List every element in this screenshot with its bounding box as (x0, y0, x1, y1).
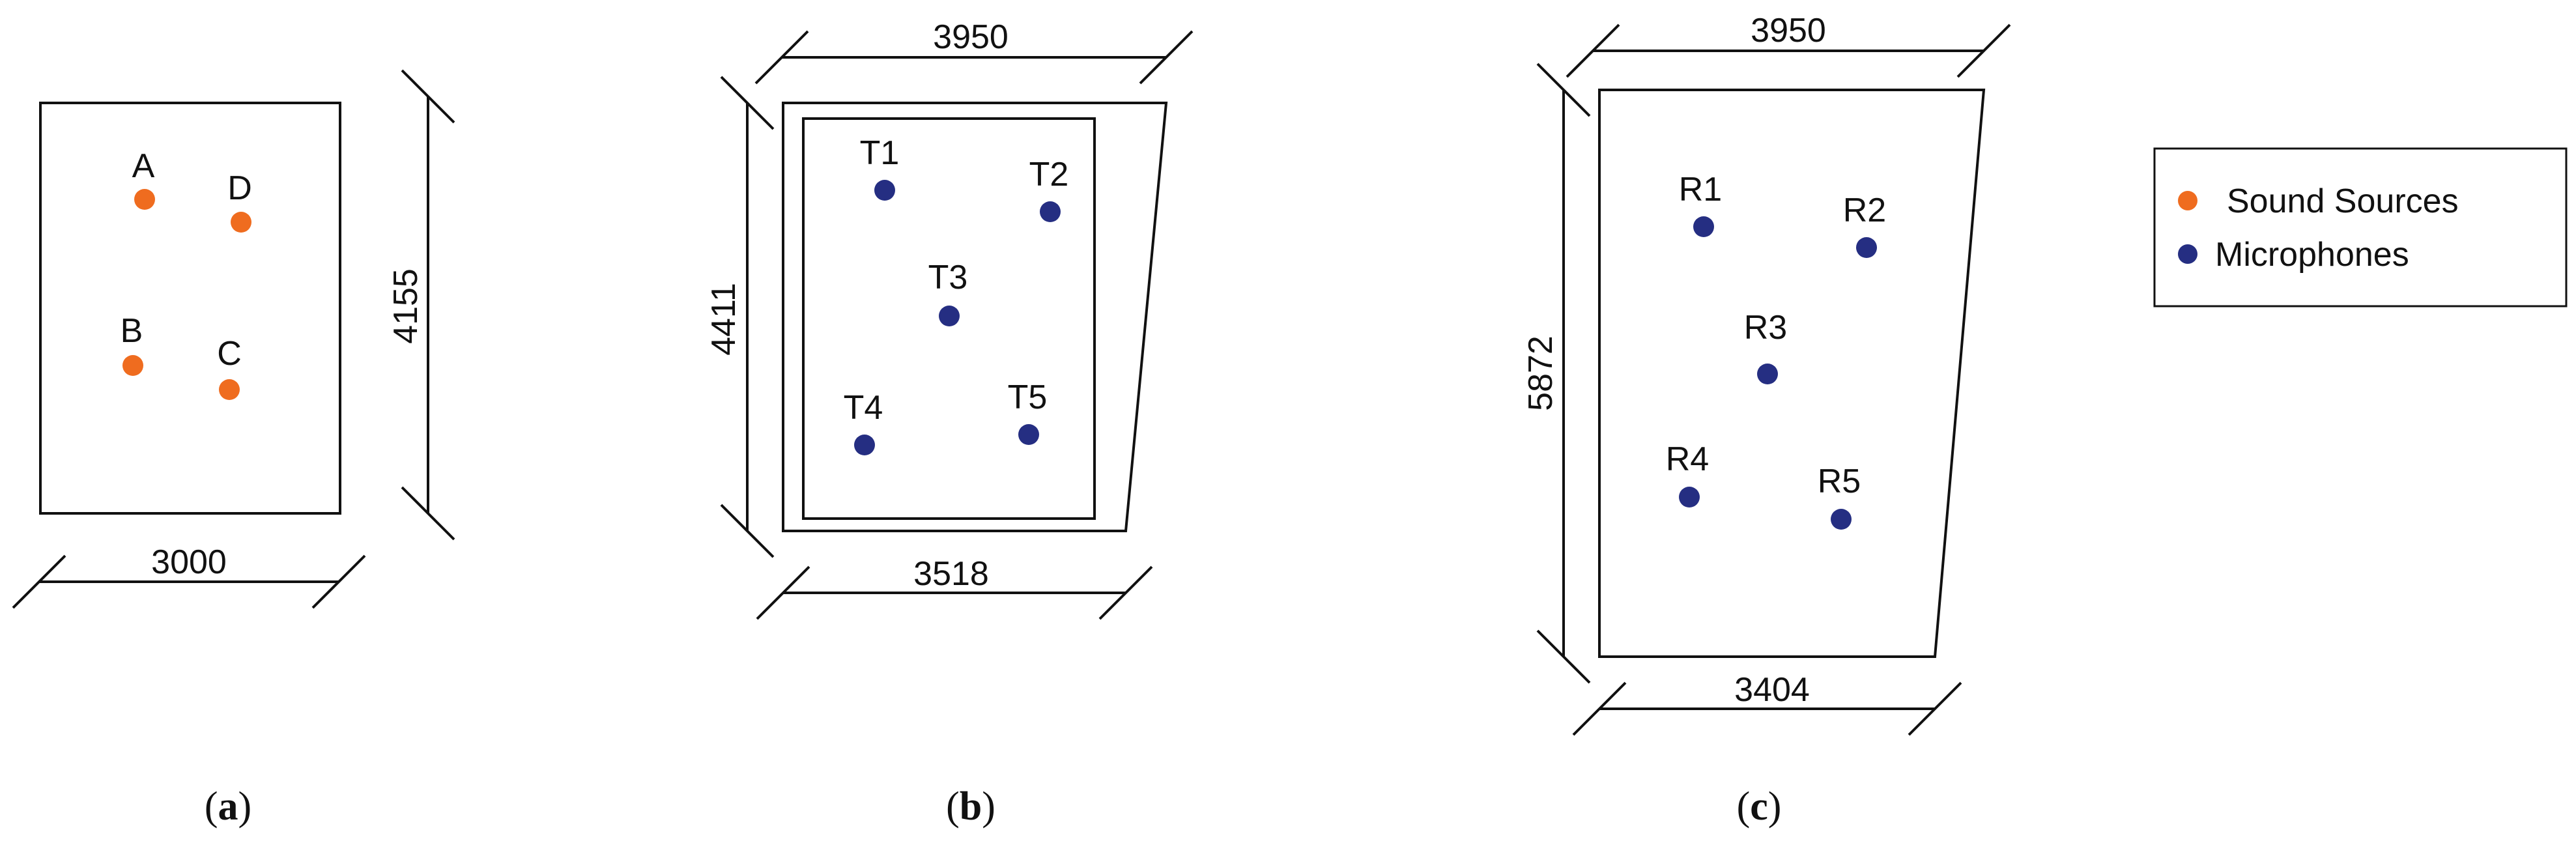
point-label: R5 (1818, 463, 1861, 500)
point-label: A (132, 147, 155, 185)
panel-b-bottom-dimension (756, 565, 1153, 620)
microphone-marker (854, 435, 875, 455)
microphone-marker (939, 306, 960, 326)
point-label: R2 (1843, 192, 1886, 229)
microphone-legend-marker (2178, 244, 2197, 264)
sound-source-marker (219, 379, 240, 400)
point-label: R1 (1679, 171, 1722, 208)
microphone-marker (1018, 424, 1039, 445)
panel-b-height-label: 4411 (705, 283, 743, 356)
panel-b-caption: (b) (946, 784, 995, 829)
microphone-marker (874, 180, 895, 201)
panel-b-inner-outline (802, 117, 1096, 520)
panel-a-width-label: 3000 (151, 543, 227, 581)
panel-a-width-dimension (12, 554, 366, 609)
panel-c-height-label: 5872 (1522, 336, 1560, 411)
legend-label-microphones: Microphones (2215, 236, 2409, 274)
panel-b-top-dimension (754, 30, 1194, 85)
panel-c-bottom-dimension (1572, 681, 1962, 736)
panel-a-caption: (a) (205, 784, 251, 829)
panel-a-points: A D B C (121, 147, 252, 400)
panel-b-bottom-label: 3518 (913, 555, 989, 593)
microphone-marker (1856, 237, 1877, 258)
point-label: T5 (1008, 379, 1048, 416)
microphone-marker (1693, 216, 1714, 237)
legend-label-sound-sources: Sound Sources (2227, 182, 2459, 220)
panel-c-top-label: 3950 (1751, 12, 1826, 50)
panel-c-room-outline (1598, 89, 1986, 658)
panel-a-room-outline (39, 102, 341, 515)
point-label: C (217, 335, 242, 373)
point-label: T1 (860, 134, 900, 172)
microphone-marker (1679, 487, 1700, 507)
microphone-marker (1757, 364, 1778, 384)
panel-a-height-dimension (401, 69, 455, 541)
point-label: B (121, 312, 143, 350)
panel-b-top-label: 3950 (933, 18, 1009, 56)
panel-a (12, 69, 455, 609)
panel-b-height-dimension (720, 76, 775, 558)
sound-source-marker (231, 212, 251, 233)
panel-b-room-outline (782, 102, 1168, 532)
panel-b-points: T1 T2 T3 T4 T5 (844, 134, 1069, 455)
point-label: R3 (1744, 309, 1787, 347)
sound-source-legend-marker (2178, 191, 2197, 210)
panel-b (720, 30, 1194, 620)
panel-c-caption: (c) (1737, 784, 1782, 829)
point-label: R4 (1666, 440, 1709, 478)
point-label: D (227, 169, 252, 207)
point-label: T2 (1029, 156, 1069, 193)
legend: Sound Sources Microphones (2153, 147, 2568, 307)
sound-source-marker (134, 189, 155, 210)
panel-c-points: R1 R2 R3 R4 R5 (1666, 171, 1886, 530)
panel-c (1536, 23, 2011, 736)
microphone-marker (1831, 509, 1852, 530)
panel-c-bottom-label: 3404 (1734, 671, 1810, 709)
panel-c-top-dimension (1566, 23, 2011, 78)
point-label: T4 (844, 389, 883, 427)
point-label: T3 (928, 259, 968, 296)
panel-c-height-dimension (1536, 63, 1591, 684)
microphone-marker (1040, 201, 1061, 222)
panel-a-height-label: 4155 (387, 268, 425, 344)
sound-source-marker (122, 355, 143, 376)
legend-box (2153, 147, 2568, 307)
